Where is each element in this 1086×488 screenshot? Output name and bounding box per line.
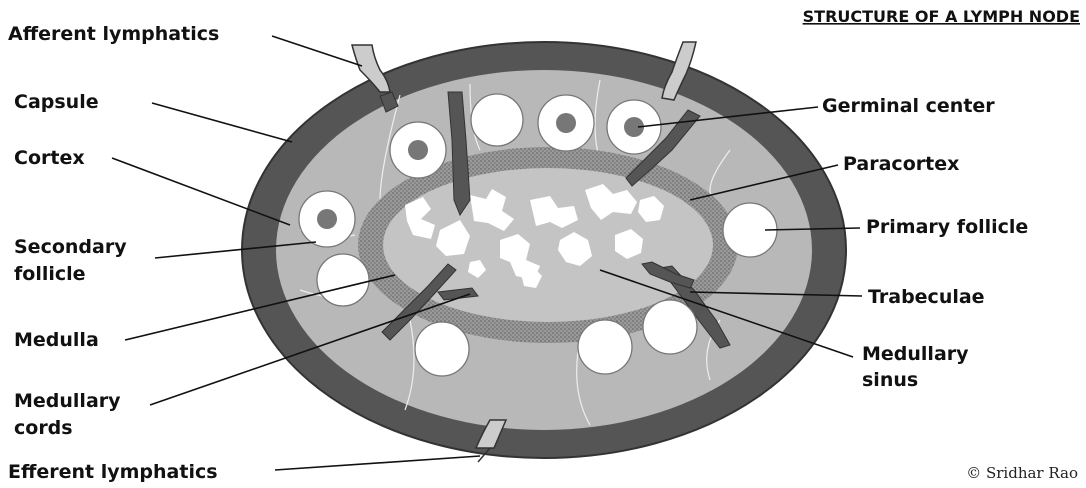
label-efferent-lymphatics: Efferent lymphatics <box>8 461 218 483</box>
label-germinal-center: Germinal center <box>822 95 995 117</box>
label-medulla: Medulla <box>14 329 99 351</box>
medulla-region <box>383 168 713 322</box>
diagram-title: STRUCTURE OF A LYMPH NODE <box>803 7 1080 26</box>
germinal-center-dot <box>317 209 337 229</box>
label-capsule: Capsule <box>14 91 99 113</box>
label-afferent-lymphatics: Afferent lymphatics <box>8 23 219 45</box>
label-medullary-cords-1: Medullary <box>14 390 121 412</box>
germinal-center-dot <box>556 113 576 133</box>
follicle <box>415 322 469 376</box>
label-medullary-sinus-2: sinus <box>862 369 918 391</box>
label-cortex: Cortex <box>14 147 85 169</box>
label-primary-follicle: Primary follicle <box>866 216 1028 238</box>
credit-text: © Sridhar Rao <box>966 464 1078 482</box>
label-paracortex: Paracortex <box>843 153 959 175</box>
germinal-center-dot <box>408 140 428 160</box>
follicle <box>578 320 632 374</box>
label-secondary-follicle-1: Secondary <box>14 236 127 258</box>
follicle <box>317 254 369 306</box>
label-medullary-cords-2: cords <box>14 417 73 439</box>
follicle <box>471 94 523 146</box>
label-secondary-follicle-2: follicle <box>14 263 86 285</box>
label-medullary-sinus-1: Medullary <box>862 343 969 365</box>
follicle <box>643 300 697 354</box>
label-trabeculae: Trabeculae <box>868 286 985 308</box>
